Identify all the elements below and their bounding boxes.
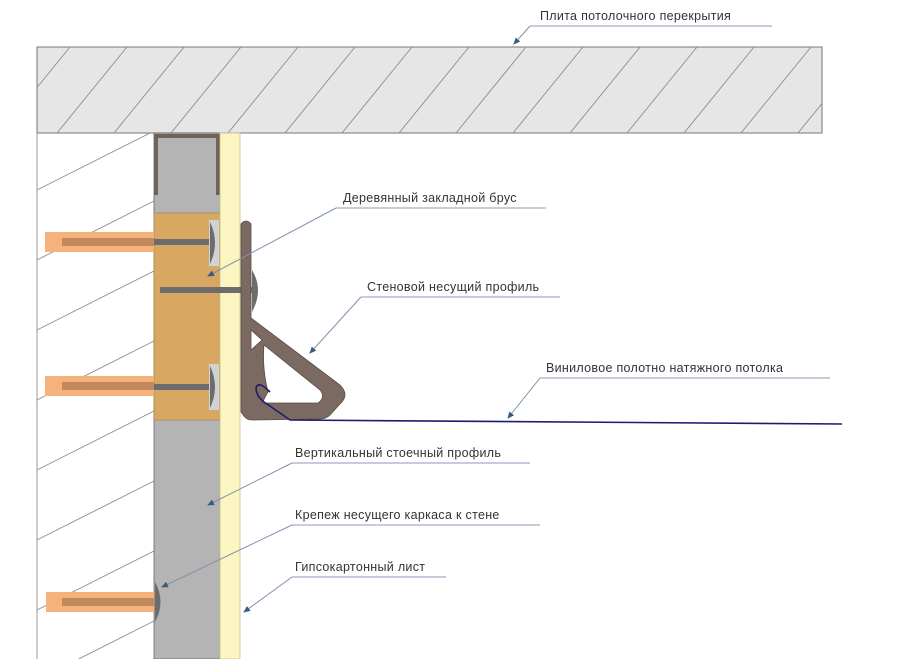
wall-hatch-line — [78, 620, 155, 659]
label-wood-beam: Деревянный закладной брус — [207, 191, 546, 277]
screw-profile — [160, 270, 258, 312]
wall-hatch-line — [36, 410, 155, 471]
label-stud-profile: Вертикальный стоечный профиль — [207, 446, 530, 506]
label-drywall-text: Гипсокартонный лист — [295, 560, 425, 574]
label-vinyl-text: Виниловое полотно натяжного потолка — [546, 361, 783, 375]
screw-middle — [154, 364, 219, 410]
slab-hatch-line — [455, 46, 527, 134]
screw-bottom — [155, 582, 161, 622]
slab-hatch-line — [626, 46, 698, 134]
label-stud-profile-text: Вертикальный стоечный профиль — [295, 446, 501, 460]
slab-hatch-line — [284, 46, 356, 134]
label-wall-profile-text: Стеновой несущий профиль — [367, 280, 539, 294]
wall — [36, 132, 155, 659]
slab-hatch-line — [36, 46, 71, 88]
label-wood-beam-text: Деревянный закладной брус — [343, 191, 517, 205]
slab-hatch-line — [113, 46, 185, 134]
dowel-bottom — [46, 592, 154, 612]
slab-hatch-line — [797, 103, 823, 134]
slab-hatch-line — [512, 46, 584, 134]
slab-hatch-line — [683, 46, 755, 134]
label-drywall: Гипсокартонный лист — [243, 560, 446, 613]
screw-top — [154, 220, 219, 266]
label-slab-text: Плита потолочного перекрытия — [540, 9, 731, 23]
dowel-top — [45, 232, 154, 252]
wall-hatch-line — [36, 480, 155, 541]
slab-hatch-line — [170, 46, 242, 134]
ceiling-slab — [36, 46, 823, 134]
label-wall-profile: Стеновой несущий профиль — [309, 280, 560, 354]
wall-hatch-line — [36, 132, 151, 191]
slab-hatch-line — [56, 46, 128, 134]
label-vinyl: Виниловое полотно натяжного потолка — [507, 361, 830, 419]
label-slab: Плита потолочного перекрытия — [513, 9, 772, 45]
wall-bearing-profile — [240, 220, 346, 421]
label-fastener: Крепеж несущего каркаса к стене — [161, 508, 540, 588]
slab-hatch-line — [569, 46, 641, 134]
slab-hatch-line — [398, 46, 470, 134]
drywall-sheet — [219, 132, 241, 659]
vinyl-canvas — [255, 384, 843, 425]
slab-hatch-line — [740, 46, 812, 134]
wall-hatch-line — [36, 270, 155, 331]
slab-hatch-line — [341, 46, 413, 134]
slab-hatch-line — [227, 46, 299, 134]
dowel-middle — [45, 376, 154, 396]
label-fastener-text: Крепеж несущего каркаса к стене — [295, 508, 500, 522]
